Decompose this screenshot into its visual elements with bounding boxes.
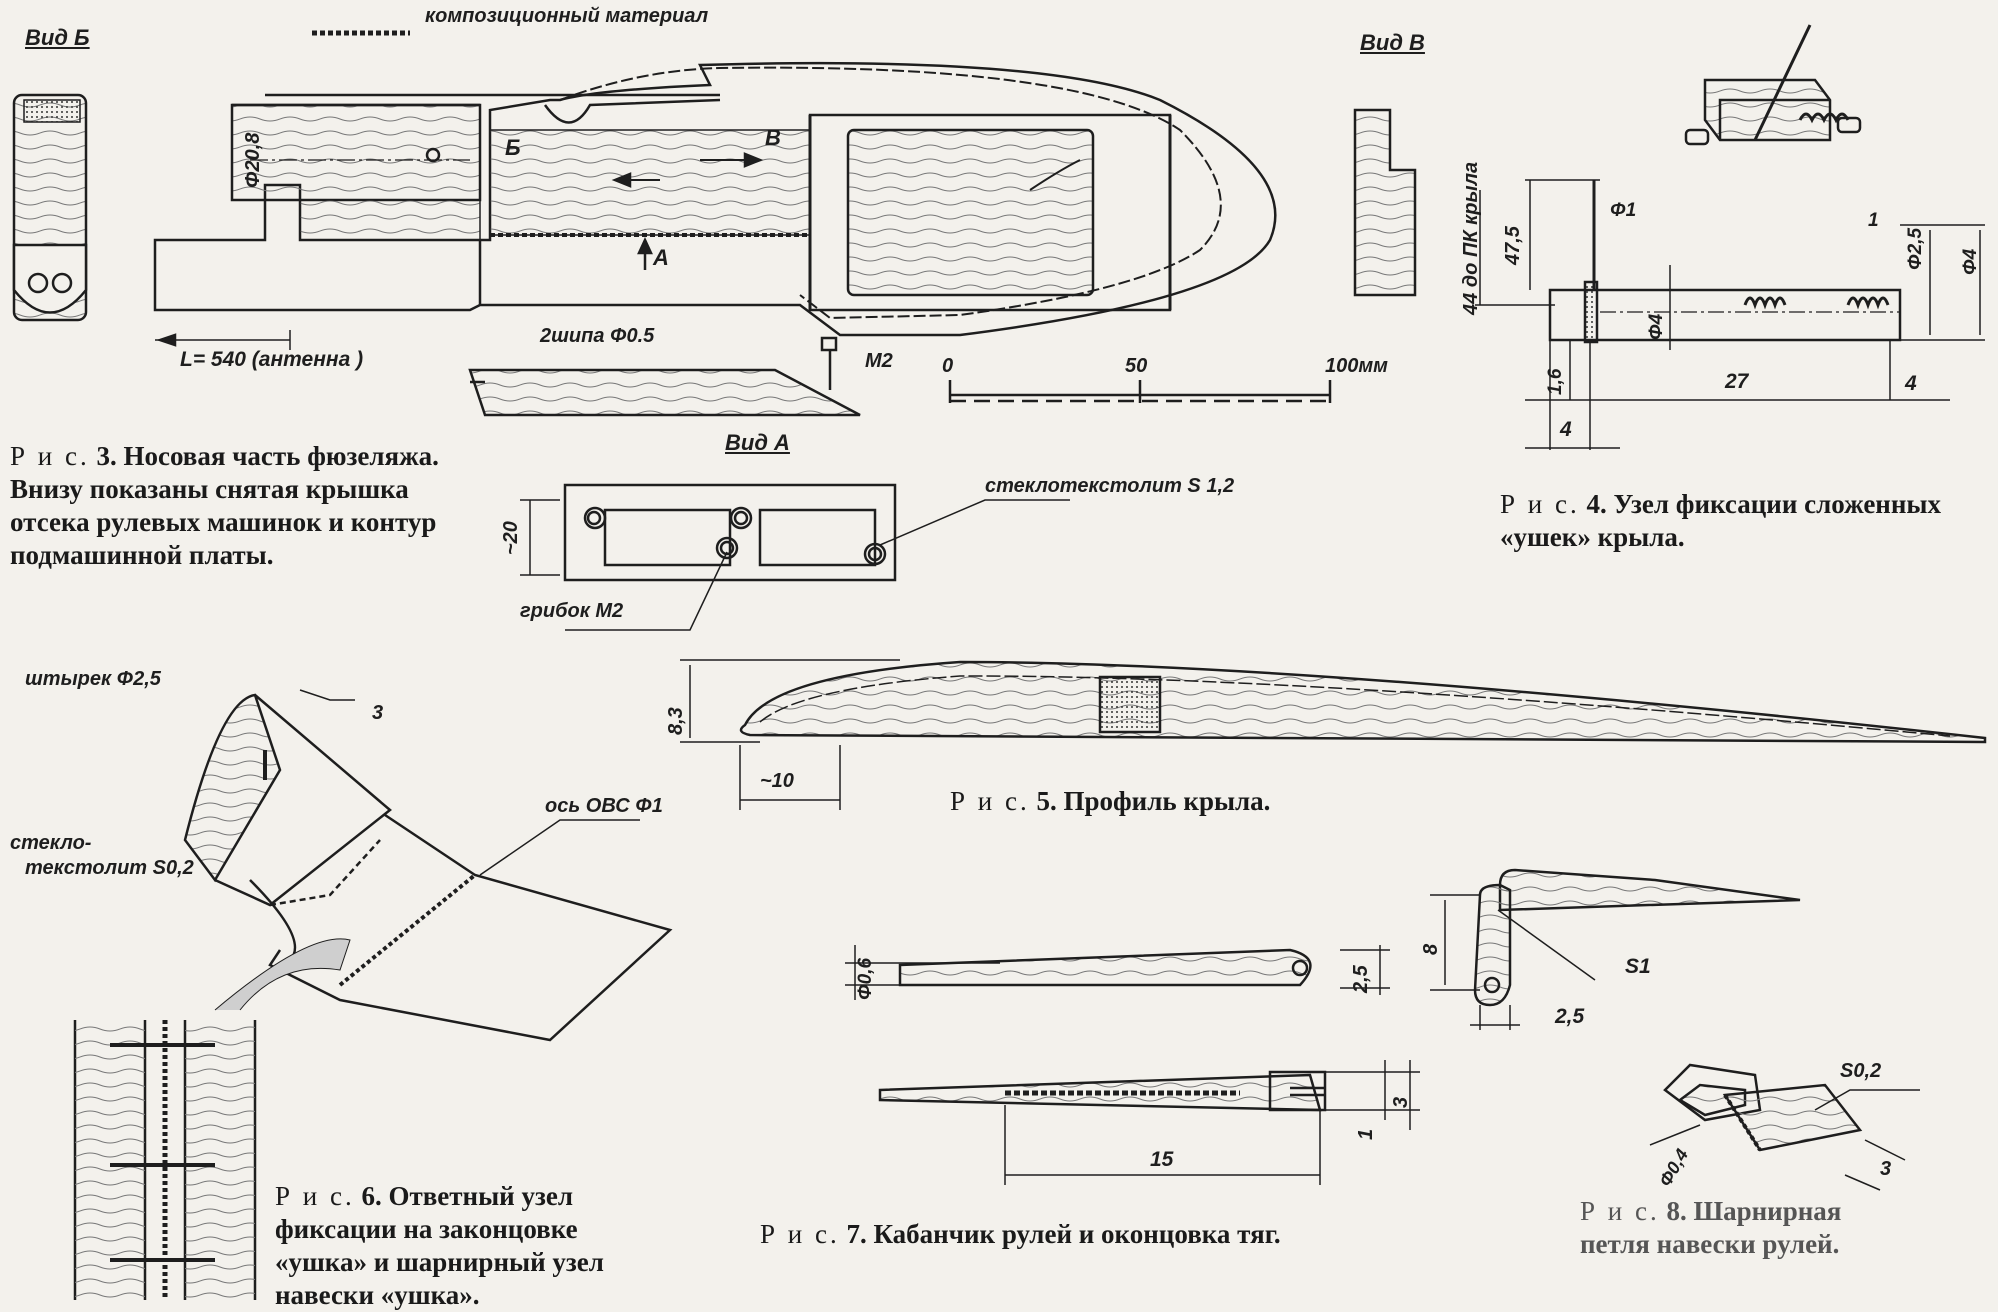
caption-fig4-text: 4. Узел фиксации сложен­ных «ушек» крыла… [1500, 489, 1941, 552]
servo-cover-drawing [468, 336, 861, 417]
latch-section [1475, 179, 1985, 450]
spikes-label: 2шипа Φ0.5 [540, 325, 655, 347]
phi25-label: Φ2,5 [1905, 227, 1926, 270]
caption-fig7-text: 7. Кабанчик рулей и оконцовка тяг. [846, 1219, 1281, 1249]
phi1-label: Φ1 [1610, 200, 1637, 221]
view-b-label: Вид Б [25, 25, 90, 50]
antenna-dimension [155, 330, 291, 350]
fuselage-nose [153, 61, 1277, 337]
axis-label: ось ОВС Φ1 [545, 795, 663, 817]
caption-fig8-prefix: Р и с. [1580, 1196, 1660, 1226]
dim-4b-label: 4 [1560, 418, 1572, 441]
caption-fig4-prefix: Р и с. [1500, 489, 1580, 519]
caption-fig7: Р и с. 7. Кабанчик рулей и оконцовка тяг… [760, 1218, 1360, 1251]
arrow-a-label: А [653, 245, 669, 270]
dim-20-label: ~20 [500, 521, 522, 555]
caption-fig8: Р и с. 8. Шарнир­ная петля навески рулей… [1580, 1195, 1880, 1261]
dim-25b-label: 2,5 [1555, 1005, 1585, 1028]
scale-100: 100мм [1325, 355, 1388, 377]
caption-fig4: Р и с. 4. Узел фиксации сложен­ных «ушек… [1500, 488, 1990, 554]
dim-1-label: 1 [1355, 1128, 1377, 1140]
phi4-inner-label: Φ4 [1646, 313, 1667, 340]
width-label: ~10 [760, 770, 794, 792]
diameter-label: Φ20,8 [242, 132, 264, 188]
s02-label: S0,2 [1840, 1060, 1882, 1082]
glass-label-2: текстолит S0,2 [25, 857, 194, 879]
glass-label-1: стекло- [10, 832, 92, 854]
legend-label: композиционный материал [425, 5, 709, 27]
scale-0: 0 [942, 355, 954, 377]
one-label: 1 [1868, 210, 1879, 231]
height-label: 8,3 [665, 707, 687, 735]
caption-fig8-text: 8. Шарнир­ная петля навески рулей. [1580, 1196, 1842, 1259]
caption-fig3-text: 3. Носовая часть фюзе­ляжа. Внизу показа… [10, 441, 439, 570]
scale-bar [948, 380, 1332, 403]
caption-fig7-prefix: Р и с. [760, 1219, 840, 1249]
dim-16-label: 1,6 [1545, 368, 1566, 395]
view-a-label: Вид А [725, 430, 790, 455]
rudder-horn-drawing [845, 868, 1801, 1185]
scale-50: 50 [1125, 355, 1148, 377]
dim-15-label: 15 [1150, 1148, 1174, 1171]
dim-3-fig8-label: 3 [1880, 1158, 1892, 1180]
dim-47-label: 47,5 [1502, 226, 1524, 265]
mushroom-label: грибок М2 [520, 600, 624, 622]
pin-label: штырек Φ2,5 [25, 668, 161, 690]
caption-fig5-text: 5. Профиль крыла. [1036, 786, 1271, 816]
wing-profile [680, 659, 1987, 810]
view-v-section [1353, 108, 1417, 297]
pk-label: 44 до ПК крыла [1460, 161, 1482, 315]
view-v-label: Вид В [1360, 30, 1425, 55]
arrow-b-label: Б [505, 135, 521, 160]
dim-8-label: 8 [1420, 943, 1442, 955]
antenna-label: L= 540 (антенна ) [180, 348, 364, 371]
dim-3-label: 3 [372, 702, 384, 724]
caption-fig5: Р и с. 5. Профиль крыла. [950, 785, 1450, 818]
dim-4-label: 4 [1905, 372, 1917, 395]
hinge-loop-sketch [1649, 1063, 1920, 1191]
phi4-label: Φ4 [1960, 248, 1981, 275]
dim-27-label: 27 [1725, 370, 1749, 393]
caption-fig6: Р и с. 6. Ответный узел фиксации на зако… [275, 1180, 655, 1312]
caption-fig3: Р и с. 3. Носовая часть фюзе­ляжа. Внизу… [10, 440, 440, 572]
caption-fig6-prefix: Р и с. [275, 1181, 355, 1211]
latch-iso-sketch [1684, 24, 1862, 146]
m2-label: М2 [865, 350, 893, 372]
arrow-v-label: В [765, 125, 781, 150]
view-b-section [12, 93, 88, 322]
s1-label: S1 [1625, 955, 1651, 978]
view-a-plate [520, 483, 1070, 631]
dim-25a-label: 2,5 [1350, 965, 1372, 993]
wingtip-hinge-sketch [73, 689, 673, 1300]
dim-3-fig7-label: 3 [1390, 1096, 1412, 1108]
caption-fig5-prefix: Р и с. [950, 786, 1030, 816]
caption-fig3-prefix: Р и с. [10, 441, 90, 471]
phi06-label: Φ0,6 [855, 957, 876, 1000]
fiberglass-label: стеклотекстолит S 1,2 [985, 475, 1235, 497]
